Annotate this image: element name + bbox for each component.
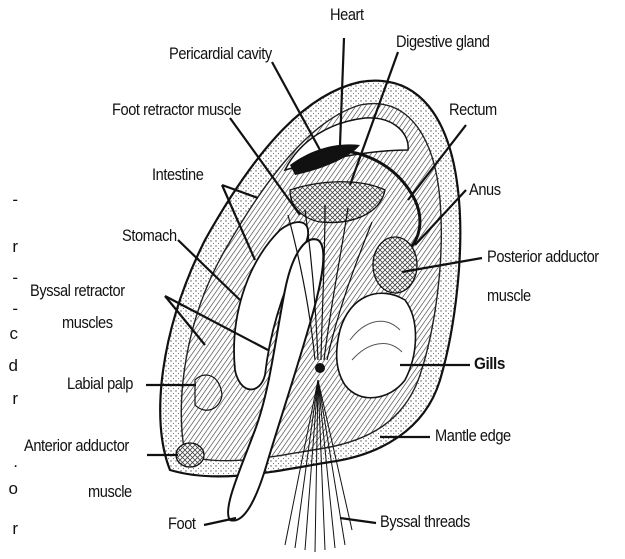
label-byssal-retractor-1: Byssal retractor: [30, 281, 125, 301]
edge-char: .: [4, 452, 18, 472]
edge-char: c: [4, 324, 18, 344]
label-rectum: Rectum: [449, 100, 497, 120]
label-posterior-adductor-2: muscle: [487, 286, 531, 306]
label-mantle-edge: Mantle edge: [435, 426, 511, 446]
label-posterior-adductor-1: Posterior adductor: [487, 247, 599, 267]
label-pericardial-cavity: Pericardial cavity: [169, 44, 272, 64]
label-labial-palp: Labial palp: [67, 374, 133, 394]
label-foot: Foot: [168, 514, 196, 534]
label-byssal-threads: Byssal threads: [380, 512, 470, 532]
label-intestine: Intestine: [152, 165, 203, 185]
label-gills: Gills: [474, 354, 505, 374]
label-digestive-gland: Digestive gland: [396, 32, 490, 52]
label-byssal-retractor-2: muscles: [62, 313, 113, 333]
edge-char: o: [4, 479, 18, 499]
edge-char: -: [4, 299, 18, 319]
label-anterior-adductor-2: muscle: [88, 482, 132, 502]
edge-char: r: [4, 389, 18, 409]
anterior-adductor-shape: [176, 443, 204, 467]
label-anus: Anus: [469, 180, 501, 200]
edge-char: -: [4, 190, 18, 210]
label-heart: Heart: [330, 5, 364, 25]
label-stomach: Stomach: [122, 226, 177, 246]
label-anterior-adductor-1: Anterior adductor: [24, 436, 129, 456]
edge-char: -: [4, 268, 18, 288]
edge-char: d: [4, 356, 18, 376]
edge-char: r: [4, 237, 18, 257]
label-foot-retractor-muscle: Foot retractor muscle: [112, 100, 241, 120]
posterior-adductor-shape: [373, 237, 417, 293]
edge-char: r: [4, 519, 18, 539]
